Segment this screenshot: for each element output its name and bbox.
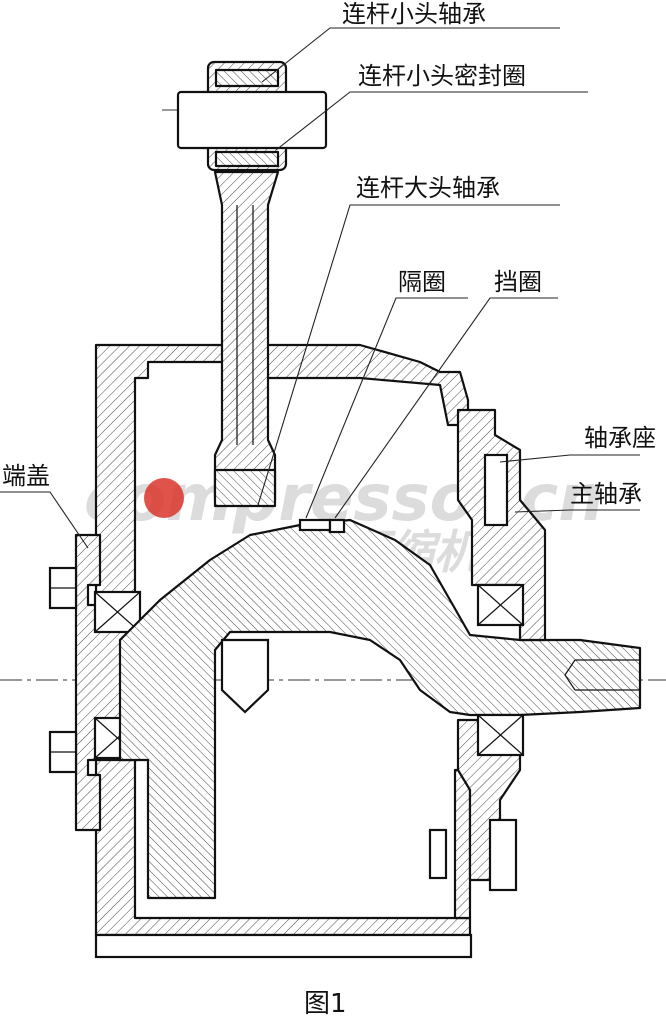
figure-caption: 图1 [304,989,347,1019]
watermark-globe-icon [144,478,184,518]
bearing-seat [428,408,547,892]
label-main-bearing: 主轴承 [570,480,642,508]
spacer-ring [298,518,332,532]
crankshaft [118,518,642,900]
leader-lines [0,27,640,549]
label-big-end-bearing: 连杆大头轴承 [356,174,500,202]
label-spacer: 隔圈 [398,268,446,296]
label-bearing-seat: 轴承座 [584,424,656,452]
label-small-end-bearing: 连杆小头轴承 [342,0,486,28]
retaining-ring [328,518,346,534]
label-small-end-seal: 连杆小头密封圈 [358,62,526,90]
label-retaining-ring: 挡圈 [494,268,542,296]
label-end-cover: 端盖 [2,462,50,490]
connecting-rod [176,60,328,508]
